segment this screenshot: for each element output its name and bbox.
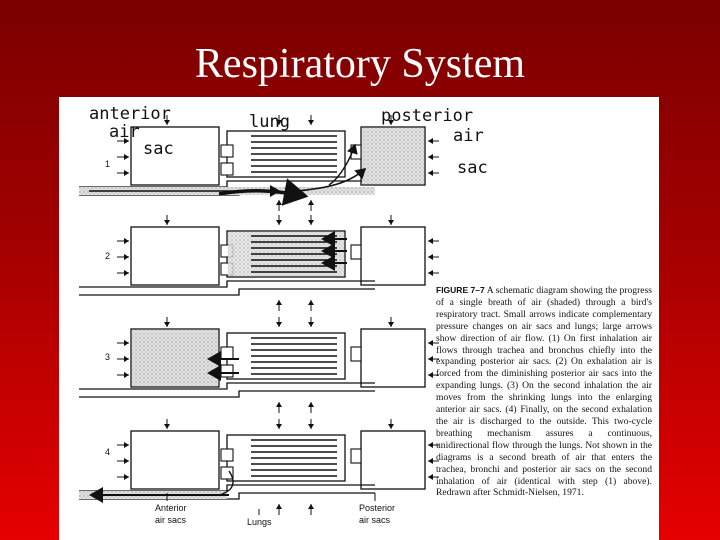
label-posterior: Posterior	[359, 503, 395, 513]
label-posterior-air-sacs: air sacs	[359, 515, 391, 525]
slide-title: Respiratory System	[194, 41, 526, 87]
figure-caption: FIGURE 7–7 A schematic diagram showing t…	[436, 285, 652, 499]
figure-scan: 1 2 3 4 anterior air sac lung posterior …	[59, 97, 659, 540]
label-anterior: Anterior	[155, 503, 187, 513]
step-number-1: 1	[105, 159, 110, 169]
label-lungs: Lungs	[247, 517, 272, 527]
handwritten-lung: lung	[249, 112, 290, 132]
label-anterior-air-sacs: air sacs	[155, 515, 187, 525]
handdrawn-flow-arrow	[218, 178, 309, 206]
handwritten-anterior: anterior	[89, 104, 171, 124]
step-number-3: 3	[105, 352, 110, 362]
bird-respiration-diagram: 1 2 3 4 anterior air sac lung posterior …	[59, 104, 488, 527]
handwritten-air-anterior: air	[109, 122, 140, 142]
caption-text: A schematic diagram showing the progress…	[436, 285, 652, 499]
panel-step-3	[79, 317, 439, 413]
handwritten-air-posterior: air	[453, 126, 484, 146]
figure-label: FIGURE 7–7	[436, 285, 485, 295]
panel-step-2	[79, 215, 439, 311]
step-number-4: 4	[105, 447, 110, 457]
handwritten-sac-posterior: sac	[457, 158, 488, 178]
handwritten-posterior: posterior	[381, 106, 473, 126]
handwritten-sac-anterior: sac	[143, 139, 174, 159]
step-number-2: 2	[105, 251, 110, 261]
panel-step-4	[79, 419, 439, 515]
